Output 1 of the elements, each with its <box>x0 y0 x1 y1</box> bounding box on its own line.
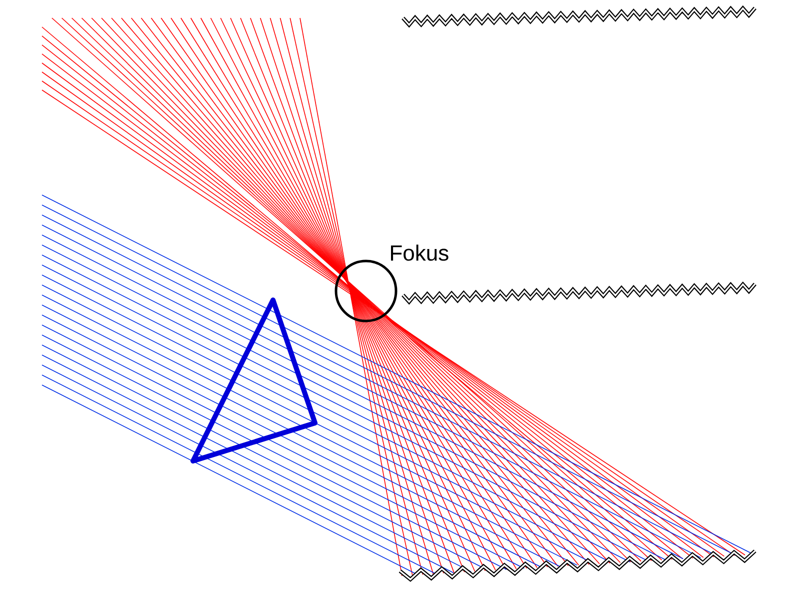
focus-label: Fokus <box>391 244 448 261</box>
